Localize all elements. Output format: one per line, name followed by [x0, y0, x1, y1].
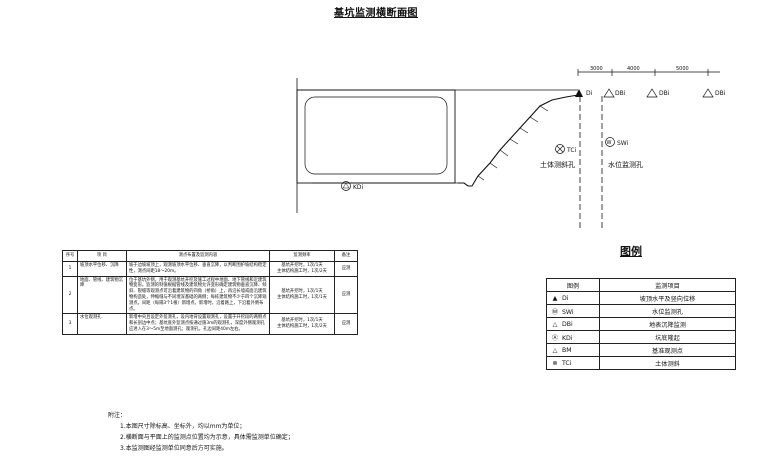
col-header-content: 测点布置及监测内容: [126, 250, 270, 262]
soil-nails: [477, 105, 549, 181]
legend-item: 水位监测孔: [599, 304, 736, 318]
inclinometer-icon: [555, 144, 565, 154]
circle-a-icon: Ⓐ: [551, 334, 559, 342]
legend-code: DBi: [562, 320, 573, 328]
note-item: 3.本监测图经监测单位同意后方可实施。: [120, 445, 228, 452]
dim-3: 5000: [676, 66, 689, 72]
legend-row: △ BM 基准观测点: [546, 343, 736, 357]
heave-icon: [341, 181, 351, 191]
row-content: 位于基坑外侧，用于观测基坑开挖及施工过程中地面、地下管线和近建筑物变形。监测的制…: [126, 275, 270, 315]
settlement-label-1: DBi: [615, 90, 626, 97]
legend-code: Di: [562, 294, 569, 302]
row-item: 地面、管线、建筑物沉降: [77, 275, 127, 315]
legend-header-item: 监测项目: [599, 278, 736, 292]
settlement-label-2: DBi: [659, 90, 670, 97]
legend-item: 基准观测点: [599, 343, 736, 357]
row-remark: 应测: [334, 313, 358, 335]
row-frequency: 基坑开挖时，1次/1天 主体结构施工时，1次/2天: [269, 261, 335, 277]
settlement-marker-2: [646, 88, 658, 98]
notes-heading: 附注：: [108, 412, 127, 419]
water-well-icon: [605, 137, 615, 147]
crest-displacement-marker: [575, 89, 583, 97]
note-item: 1.本图尺寸除标高、坐标外，均以mm为单位；: [120, 423, 246, 430]
row-item: 坡顶水平位移、沉降: [77, 261, 127, 277]
col-header-item: 项 目: [77, 250, 127, 262]
table-row: 3 水位观测孔 新增中央且设定外监测孔，设内地背设置观测孔，设置于开挖段的两侧点…: [62, 313, 358, 335]
legend-item: 坑底隆起: [599, 330, 736, 344]
legend-header-symbol: 图例: [546, 278, 600, 292]
legend-code: SWi: [562, 308, 574, 316]
main-structure-inner: [304, 96, 448, 175]
col-header-remark: 备注: [334, 250, 358, 262]
legend-item: 坡顶水平及竖向位移: [599, 291, 736, 305]
legend-code: TCi: [562, 359, 572, 367]
dim-1: 3000: [590, 66, 603, 72]
row-frequency: 基坑开挖时，1次/1天 主体结构施工时，1次/1天: [269, 275, 335, 315]
legend-item: 地表沉降监测: [599, 317, 736, 331]
dim-2: 4000: [627, 66, 640, 72]
row-remark: 应测: [334, 275, 358, 315]
legend-title: 图例: [620, 245, 642, 258]
svg-text:W: W: [607, 140, 612, 146]
row-frequency: 基坑开挖时，1次/1天 主体结构施工时，1次/2天: [269, 313, 335, 335]
col-header-no: 序号: [62, 250, 78, 262]
water-well-point-label: SWi: [617, 140, 629, 147]
table-header-row: 序号 项 目 测点布置及监测内容 监测频率 备注: [62, 250, 358, 262]
table-row: 1 坡顶水平位移、沉降 坡于边坡坡顶上，观测坡顶水平位移、垂直沉降，以判断围护坡…: [62, 261, 358, 277]
filled-triangle-icon: ▲: [552, 294, 558, 302]
legend-code: KDi: [562, 334, 573, 342]
drawing-title: 基坑监测横断面图: [334, 8, 418, 19]
notes-block: 附注： 1.本图尺寸除标高、坐标外，均以mm为单位； 2.横断面与平面上的监测点…: [108, 410, 294, 454]
row-content: 新增中央且设定外监测孔，设内地背设置观测孔，设置于开挖段的两侧点和长剖边中点；基…: [126, 313, 270, 335]
row-remark: 应测: [334, 261, 358, 277]
col-header-frequency: 监测频率: [269, 250, 335, 262]
circle-x-icon: ⊗: [552, 359, 558, 367]
triangle-icon: △: [552, 346, 558, 354]
row-no: 1: [62, 261, 78, 277]
row-content: 坡于边坡坡顶上，观测坡顶水平位移、垂直沉降，以判断围护坡结构稳定性，测点间距18…: [126, 261, 270, 277]
cross-section-drawing: 3000 4000 5000 Di DBi DBi DBi W SWi TCi …: [296, 66, 726, 230]
monitoring-table: 序号 项 目 测点布置及监测内容 监测频率 备注 1 坡顶水平位移、沉降 坡于边…: [62, 250, 358, 335]
heave-point-label: KDi: [353, 184, 364, 191]
inclinometer-hole-label: 土体测斜孔: [540, 160, 575, 169]
table-row: 2 地面、管线、建筑物沉降 位于基坑外侧，用于观测基坑开挖及施工过程中地面、地下…: [62, 275, 358, 315]
note-item: 2.横断面与平面上的监测点位置均为示意，具体需监测单位确定；: [120, 434, 294, 441]
legend-code: BM: [562, 346, 572, 354]
settlement-marker-3: [702, 88, 714, 98]
circle-w-icon: Ⓦ: [551, 308, 559, 316]
legend-row: ▲ Di 坡顶水平及竖向位移: [546, 291, 736, 305]
legend-row: △ DBi 地表沉降监测: [546, 317, 736, 331]
row-no: 2: [62, 275, 78, 315]
settlement-label-3: DBi: [715, 90, 726, 97]
legend-row: ⊗ TCi 土体测斜: [546, 356, 736, 370]
water-well-hole-label: 水位监测孔: [608, 160, 643, 169]
inclinometer-point-label: TCi: [566, 147, 577, 154]
settlement-marker-1: [603, 88, 615, 98]
row-no: 3: [62, 313, 78, 335]
excavation-slope: [458, 94, 579, 187]
row-item: 水位观测孔: [77, 313, 127, 335]
main-structure-outline: [296, 89, 456, 184]
crest-point-label: Di: [586, 90, 593, 97]
drawing-scale: 1:200: [398, 10, 413, 16]
triangle-icon: △: [552, 320, 558, 328]
legend-item: 土体测斜: [599, 356, 736, 370]
legend-header-row: 图例 监测项目: [546, 278, 736, 292]
